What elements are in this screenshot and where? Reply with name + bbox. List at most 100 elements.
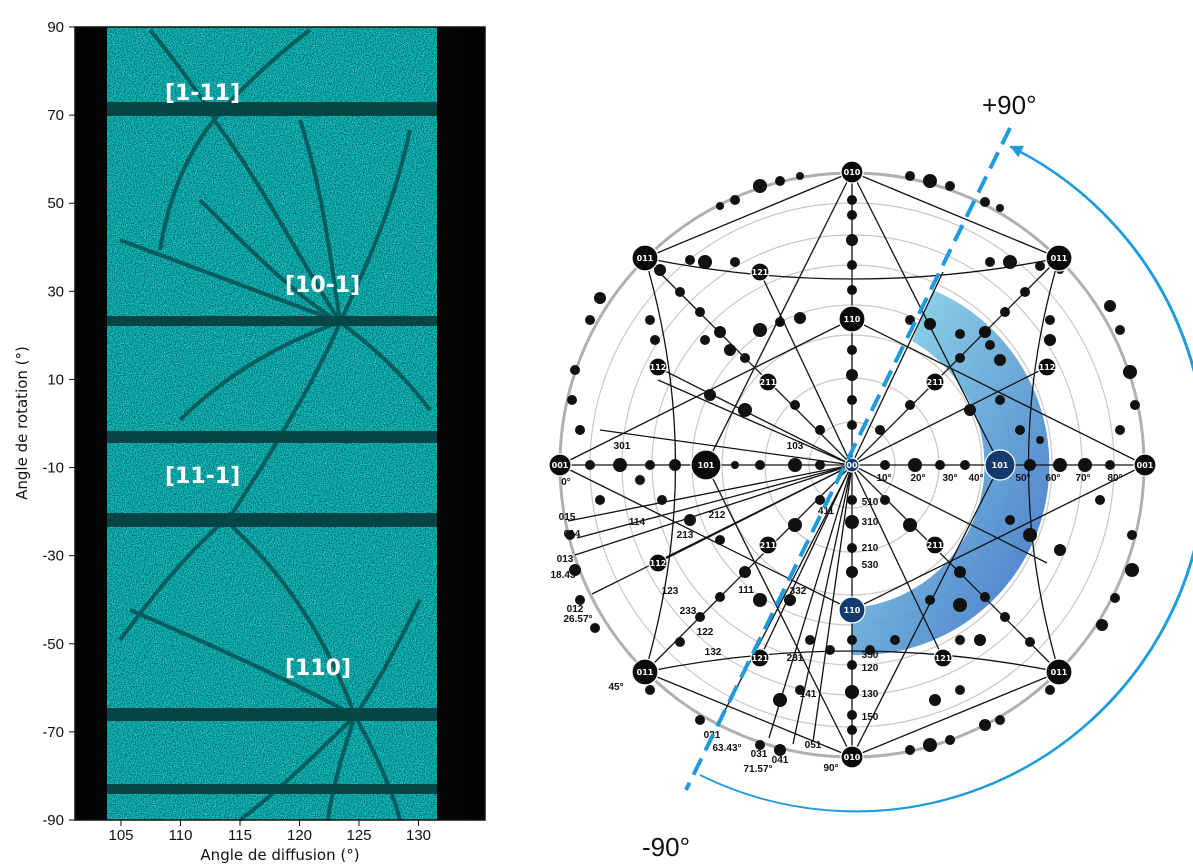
pole-dot xyxy=(613,458,627,472)
pole-label: 110 xyxy=(844,315,861,324)
pole-dot xyxy=(715,535,725,545)
pole-dot xyxy=(955,635,965,645)
pole-dot xyxy=(847,725,857,735)
pole-dot xyxy=(847,495,857,505)
pole-dot xyxy=(685,255,695,265)
pole-label: 121 xyxy=(935,654,952,663)
pole-dot xyxy=(905,315,915,325)
y-tick-label: -30 xyxy=(42,548,64,565)
pole-label: 011 xyxy=(1051,254,1068,263)
pole-dot xyxy=(905,745,915,755)
pole-node: 112 xyxy=(648,357,668,377)
pole-dot xyxy=(846,234,858,246)
pole-dot xyxy=(595,495,605,505)
pole-dot xyxy=(570,365,580,375)
pole-dot xyxy=(847,285,857,295)
pole-dot xyxy=(847,195,857,205)
pole-dot xyxy=(1000,307,1010,317)
pole-dot xyxy=(695,612,705,622)
pole-dot xyxy=(585,460,595,470)
minus-90-label: -90° xyxy=(642,832,690,862)
pole-dot xyxy=(880,495,890,505)
pole-dot xyxy=(755,460,765,470)
index-label: 530 xyxy=(862,560,879,571)
y-tick-label: 30 xyxy=(47,283,64,300)
pole-dot xyxy=(753,593,767,607)
pole-label: 110 xyxy=(844,606,861,615)
pole-dot xyxy=(794,312,806,324)
pole-dot xyxy=(695,715,705,725)
pole-dot xyxy=(1045,685,1055,695)
pole-node: 011 xyxy=(631,658,659,686)
pole-dot xyxy=(1020,287,1030,297)
pole-dot xyxy=(924,318,936,330)
angle-label: 45° xyxy=(608,682,623,693)
angle-label: 71.57° xyxy=(743,764,772,775)
angle-label: 70° xyxy=(1075,473,1090,484)
x-axis-title: Angle de diffusion (°) xyxy=(200,846,359,864)
pole-dot xyxy=(847,543,857,553)
pole-dot xyxy=(847,395,857,405)
pole-dot xyxy=(730,257,740,267)
index-label: 015 xyxy=(559,512,576,523)
index-label: 111 xyxy=(738,585,754,596)
pole-dot xyxy=(788,518,802,532)
pole-label: 011 xyxy=(637,254,654,263)
angle-label: 80° xyxy=(1107,473,1122,484)
pole-dot xyxy=(905,171,915,181)
pole-label: 211 xyxy=(760,378,777,387)
y-tick-label: -50 xyxy=(42,636,64,653)
pole-dot xyxy=(700,335,710,345)
index-label: 310 xyxy=(862,517,879,528)
pole-node: 001 xyxy=(1133,453,1157,477)
pole-label: 121 xyxy=(752,654,769,663)
x-tick-label: 120 xyxy=(287,827,312,844)
pole-dot xyxy=(929,694,941,706)
pole-dot xyxy=(1104,300,1116,312)
pole-dot xyxy=(755,740,765,750)
index-label: 122 xyxy=(697,627,714,638)
y-axis-title: Angle de rotation (°) xyxy=(13,346,31,500)
pole-dot xyxy=(575,595,585,605)
pole-dot xyxy=(645,685,655,695)
pole-dot xyxy=(1053,458,1067,472)
pole-dot xyxy=(1003,255,1017,269)
pole-dot xyxy=(704,389,716,401)
pole-dot xyxy=(569,564,581,576)
pole-dot xyxy=(784,594,796,606)
pole-dot xyxy=(738,403,752,417)
index-label: 132 xyxy=(705,647,722,658)
plus-90-label: +90° xyxy=(982,90,1037,120)
pole-dot xyxy=(1025,637,1035,647)
angle-label: 50° xyxy=(1015,473,1030,484)
angle-labels: 18.43°26.57°63.43°71.57°0°45°90°10°20°30… xyxy=(550,473,1122,775)
pole-dot xyxy=(796,172,804,180)
pole-dot xyxy=(657,495,667,505)
pole-node: 211 xyxy=(925,535,945,555)
pole-dot xyxy=(1044,334,1056,346)
pole-dot xyxy=(773,693,787,707)
pole-dot xyxy=(903,518,917,532)
index-label: 103 xyxy=(787,441,804,452)
index-label: 510 xyxy=(862,497,879,508)
rotation-arc xyxy=(699,146,1193,812)
pole-dot xyxy=(594,292,606,304)
pole-dot xyxy=(845,515,859,529)
pole-dot xyxy=(684,514,696,526)
highlight-band xyxy=(852,290,1050,656)
pole-dot xyxy=(645,315,655,325)
pole-dot xyxy=(847,660,857,670)
pole-dot xyxy=(985,257,995,267)
pole-dot xyxy=(753,179,767,193)
y-tick-label: -10 xyxy=(42,460,64,477)
pole-dot xyxy=(905,400,915,410)
pole-node: 00 xyxy=(844,457,860,473)
pole-dot xyxy=(775,317,785,327)
pole-dot xyxy=(845,685,859,699)
pole-dot xyxy=(815,495,825,505)
pole-label: 211 xyxy=(760,541,777,550)
